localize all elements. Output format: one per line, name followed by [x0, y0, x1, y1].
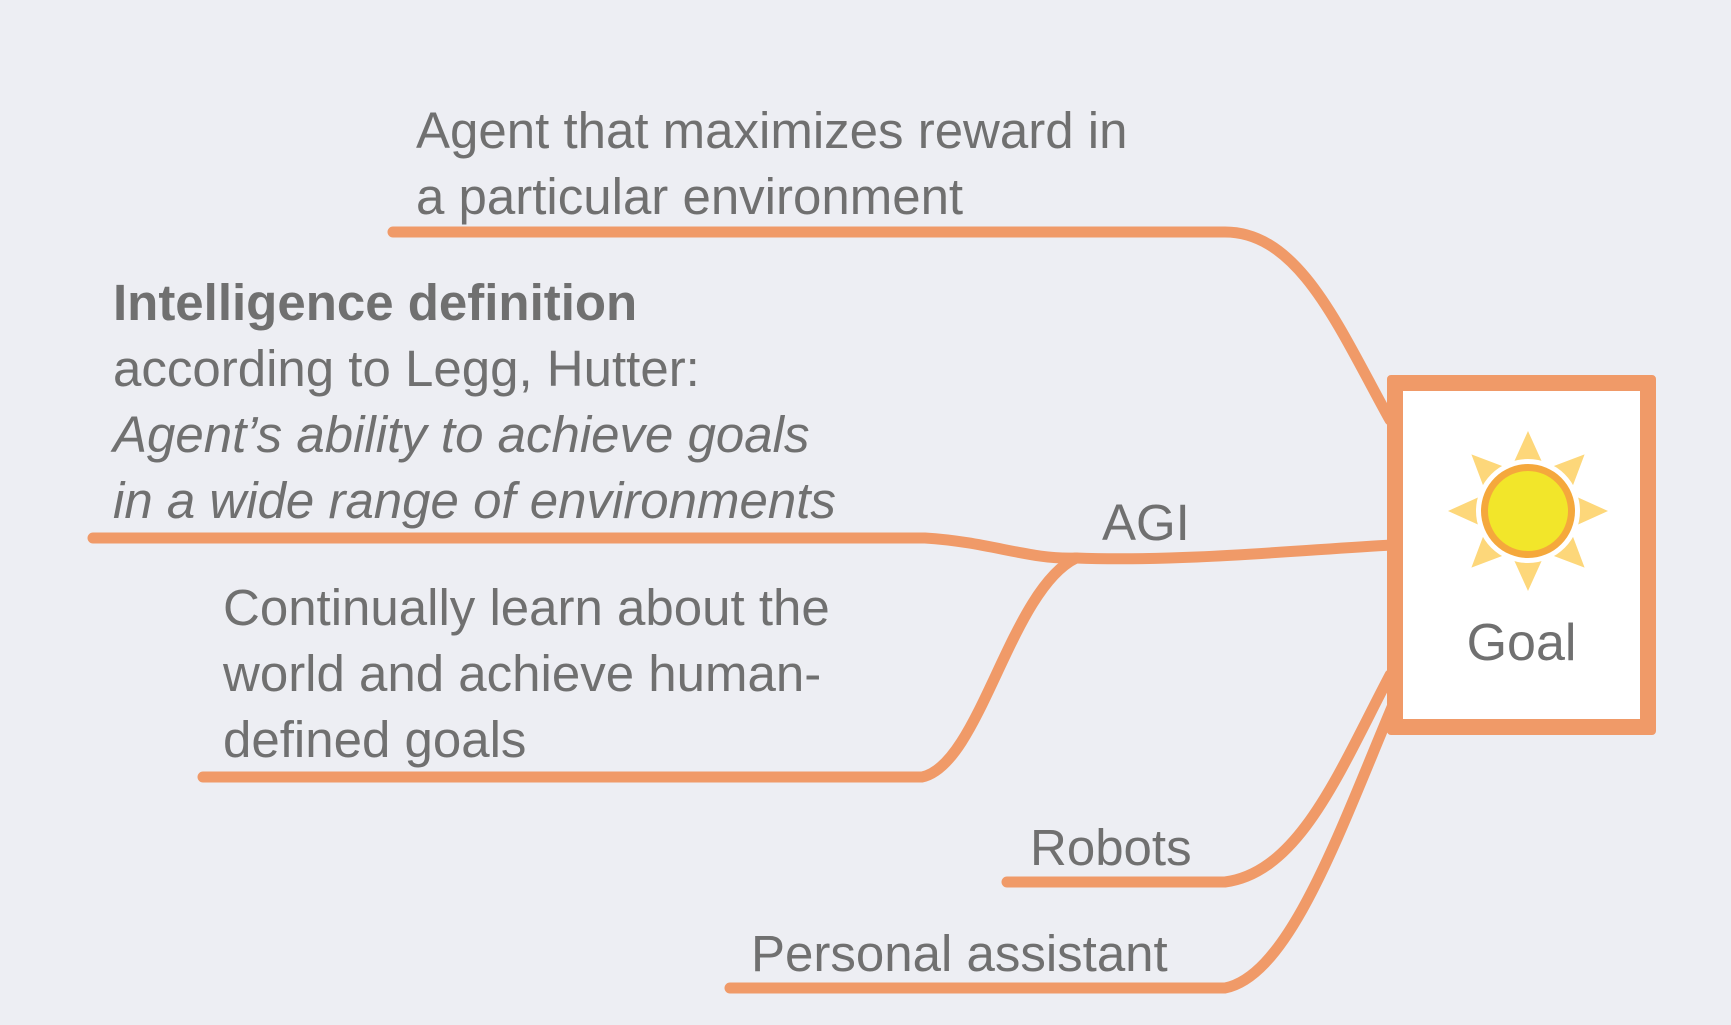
continual-learning-line-3: defined goals	[223, 711, 527, 768]
reward-agent-line-2: a particular environment	[416, 168, 964, 225]
continual-learning-line-2: world and achieve human-	[223, 645, 822, 702]
goal-node[interactable]: Goal	[1387, 375, 1656, 735]
intelligence-definition-source: according to Legg, Hutter:	[113, 340, 700, 397]
reward-agent-text: Agent that maximizes reward in a particu…	[416, 98, 1127, 230]
sun-icon	[1448, 431, 1608, 591]
edge-robots	[1001, 669, 1396, 888]
continual-learning-text: Continually learn about the world and ac…	[223, 575, 830, 773]
intelligence-definition-text: Intelligence definition according to Leg…	[113, 270, 836, 534]
edge-reward-agent	[387, 226, 1396, 426]
edge-goal-agi	[1070, 539, 1398, 565]
intelligence-definition-quote-1: Agent’s ability to achieve goals	[113, 406, 810, 463]
sun-core	[1488, 471, 1568, 551]
edge-personal-assistant	[724, 694, 1401, 994]
robots-label: Robots	[1030, 819, 1192, 876]
agi-label: AGI	[1102, 494, 1190, 551]
intelligence-definition-quote-2: in a wide range of environments	[113, 472, 836, 529]
edge-intelligence-definition	[87, 532, 1082, 564]
goal-label: Goal	[1466, 614, 1577, 672]
personal-assistant-label: Personal assistant	[751, 925, 1168, 982]
continual-learning-line-1: Continually learn about the	[223, 579, 830, 636]
reward-agent-line-1: Agent that maximizes reward in	[416, 102, 1128, 159]
intelligence-definition-title: Intelligence definition	[113, 274, 638, 331]
edge-continual-learning	[197, 552, 1082, 783]
